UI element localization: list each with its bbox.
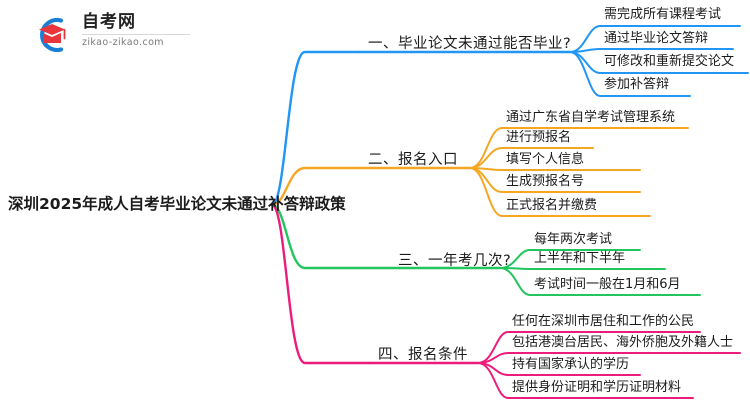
leaf-label-1-3[interactable]: 可修改和重新提交论文 <box>604 54 735 69</box>
logo-divider <box>82 34 190 35</box>
leaf-label-2-5[interactable]: 正式报名并缴费 <box>506 198 598 213</box>
leaf-label-2-1[interactable]: 通过广东省自学考试管理系统 <box>506 110 676 125</box>
leaf-label-2-3[interactable]: 填写个人信息 <box>506 152 585 167</box>
branch-label-2[interactable]: 二、报名入口 <box>368 152 458 168</box>
leaf-label-4-2[interactable]: 包括港澳台居民、海外侨胞及外籍人士 <box>512 335 734 350</box>
mindmap-root-title: 深圳2025年成人自考毕业论文未通过补答辩政策 <box>8 195 346 213</box>
branch-label-4[interactable]: 四、报名条件 <box>378 347 468 363</box>
leaf-label-4-3[interactable]: 持有国家承认的学历 <box>512 357 630 372</box>
branch-label-3[interactable]: 三、一年考几次? <box>398 253 512 269</box>
site-logo: 自考网 zikao-zikao.com <box>28 12 208 58</box>
branch-label-1[interactable]: 一、毕业论文未通过能否毕业? <box>368 36 572 52</box>
leaf-label-1-2[interactable]: 通过毕业论文答辩 <box>604 31 709 46</box>
branch-4-wires <box>270 203 741 399</box>
leaf-label-2-4[interactable]: 生成预报名号 <box>506 174 585 189</box>
leaf-label-1-1[interactable]: 需完成所有课程考试 <box>604 7 722 22</box>
logo-domain: zikao-zikao.com <box>82 37 164 48</box>
leaf-label-4-1[interactable]: 任何在深圳市居住和工作的公民 <box>512 314 695 329</box>
leaf-label-3-2[interactable]: 上半年和下半年 <box>534 251 626 266</box>
leaf-label-3-3[interactable]: 考试时间一般在1月和6月 <box>534 277 681 292</box>
leaf-label-1-4[interactable]: 参加补答辩 <box>604 77 670 92</box>
logo-name-cn: 自考网 <box>82 12 136 32</box>
graduation-cap-icon <box>39 17 66 53</box>
logo-text-block: 自考网 zikao-zikao.com <box>82 12 202 49</box>
leaf-label-4-4[interactable]: 提供身份证明和学历证明材料 <box>512 380 682 395</box>
leaf-label-3-1[interactable]: 每年两次考试 <box>534 232 613 247</box>
leaf-label-2-2[interactable]: 进行预报名 <box>506 130 572 145</box>
